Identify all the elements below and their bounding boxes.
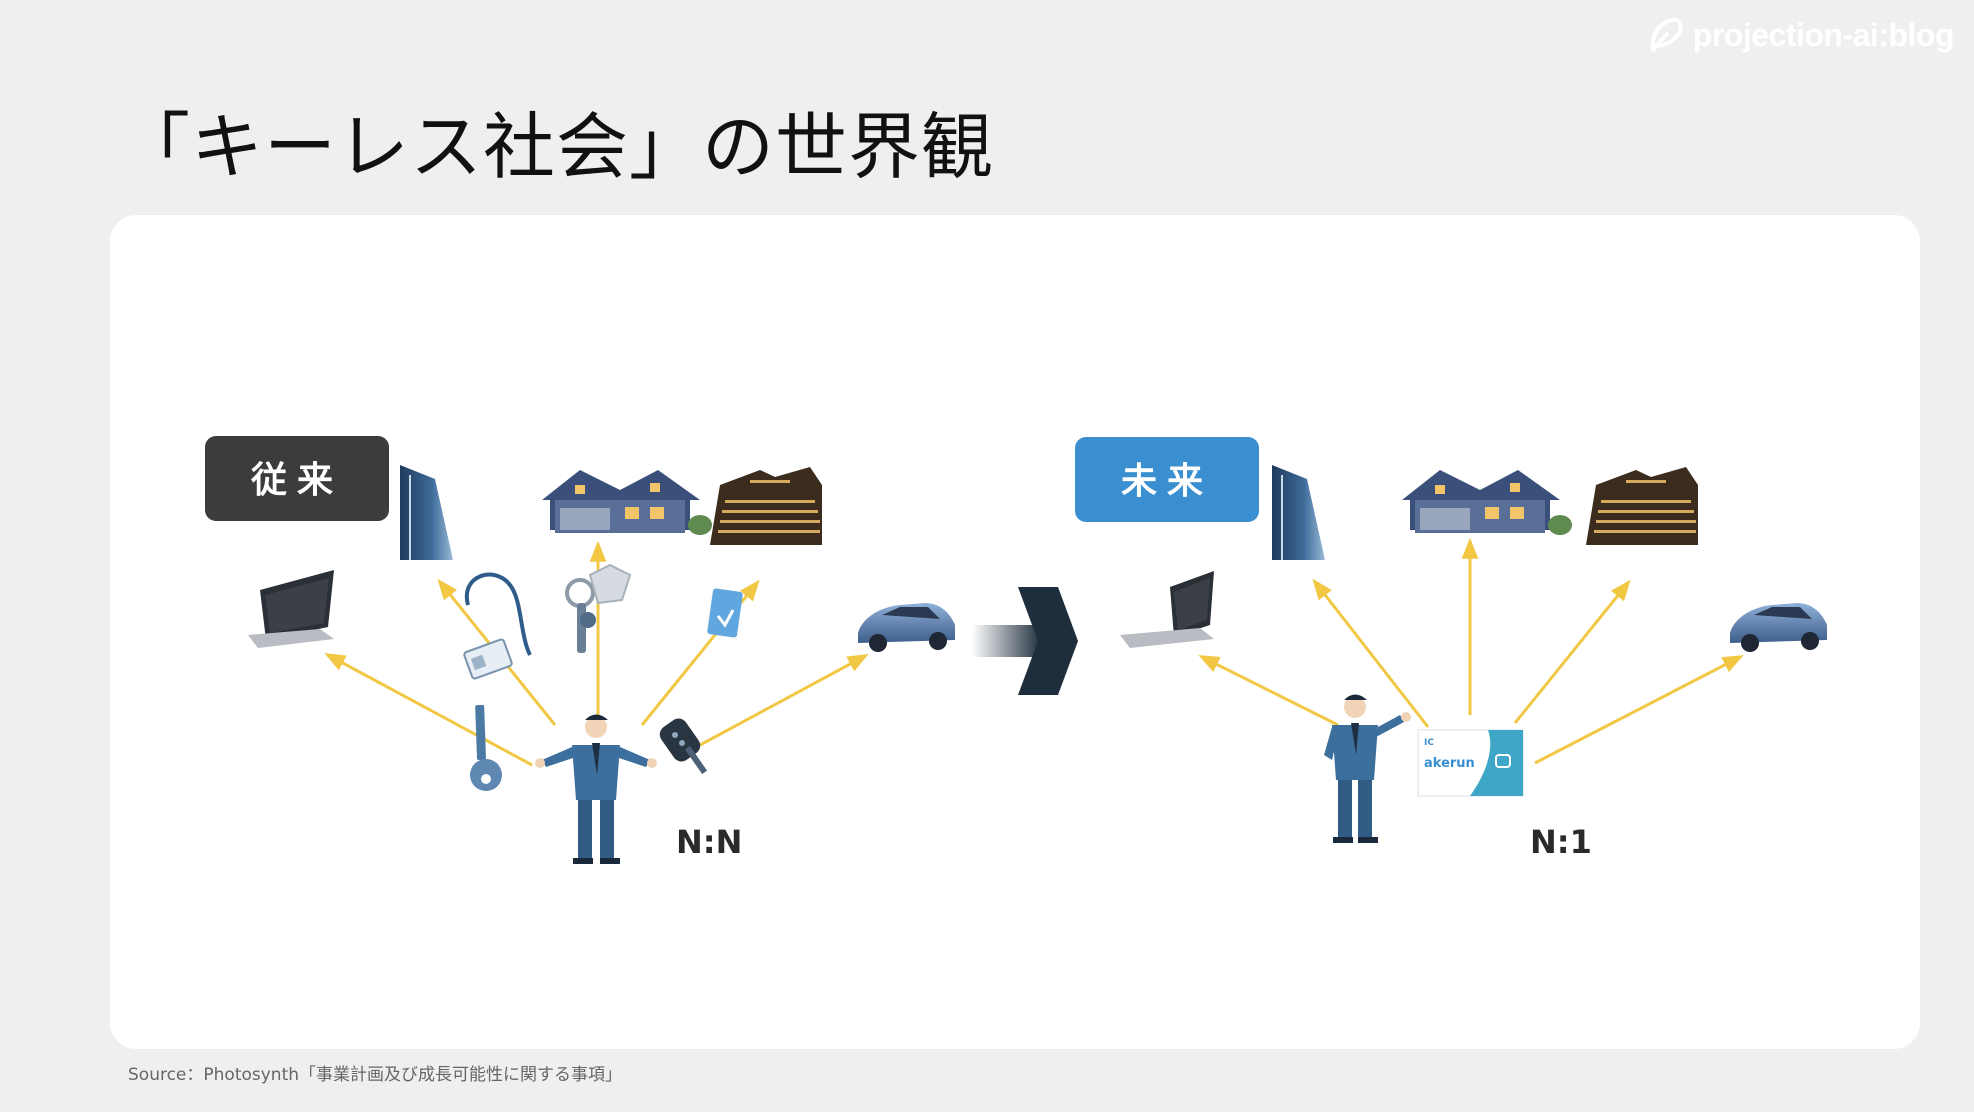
office-tower-icon <box>400 465 453 560</box>
brand-text: projection-ai:blog <box>1692 16 1955 53</box>
hotel-building-icon <box>710 467 822 545</box>
card-ic-label: IC <box>1424 738 1434 748</box>
metal-key-icon <box>470 704 502 791</box>
train-icon <box>1495 754 1511 768</box>
businessman-icon-future <box>1324 694 1411 843</box>
key-ring-icon <box>565 563 632 653</box>
car-remote-key-icon <box>659 718 708 775</box>
office-tower-icon-future <box>1272 465 1325 560</box>
source-citation: Source：Photosynth「事業計画及び成長可能性に関する事項」 <box>128 1065 623 1085</box>
car-icon <box>858 603 955 652</box>
pass-card-icon <box>707 588 743 638</box>
diagram-panel: 従来 <box>110 215 1920 1049</box>
akerun-card-icon: IC akerun <box>1417 729 1524 797</box>
keyless-diagram: 従来 <box>205 436 1827 864</box>
house-icon-future <box>1402 470 1572 535</box>
id-card-lanyard-icon <box>463 572 532 680</box>
card-brand-label: akerun <box>1424 756 1475 771</box>
laptop-icon <box>248 570 334 648</box>
badge-conventional-label: 従来 <box>250 460 343 501</box>
right-arrows <box>1198 537 1744 765</box>
badge-future-label: 未来 <box>1121 461 1213 502</box>
house-icon <box>542 470 712 535</box>
hotel-building-icon-future <box>1586 467 1698 545</box>
badge-future: 未来 <box>1075 437 1259 522</box>
businessman-icon <box>535 714 657 864</box>
car-icon-future <box>1730 603 1827 652</box>
slide-title: 「キーレス社会」の世界観 <box>118 105 995 189</box>
badge-conventional: 従来 <box>205 436 389 521</box>
left-side: 従来 <box>205 436 955 864</box>
leaf-logo-icon <box>1650 17 1683 52</box>
right-side: 未来 <box>1075 437 1827 861</box>
brand-logo: projection-ai:blog <box>1649 16 1955 54</box>
ratio-label-conventional: N:N <box>676 823 742 861</box>
laptop-icon-future <box>1120 571 1214 648</box>
ratio-label-future: N:1 <box>1530 823 1592 861</box>
transition-chevron <box>972 587 1078 695</box>
